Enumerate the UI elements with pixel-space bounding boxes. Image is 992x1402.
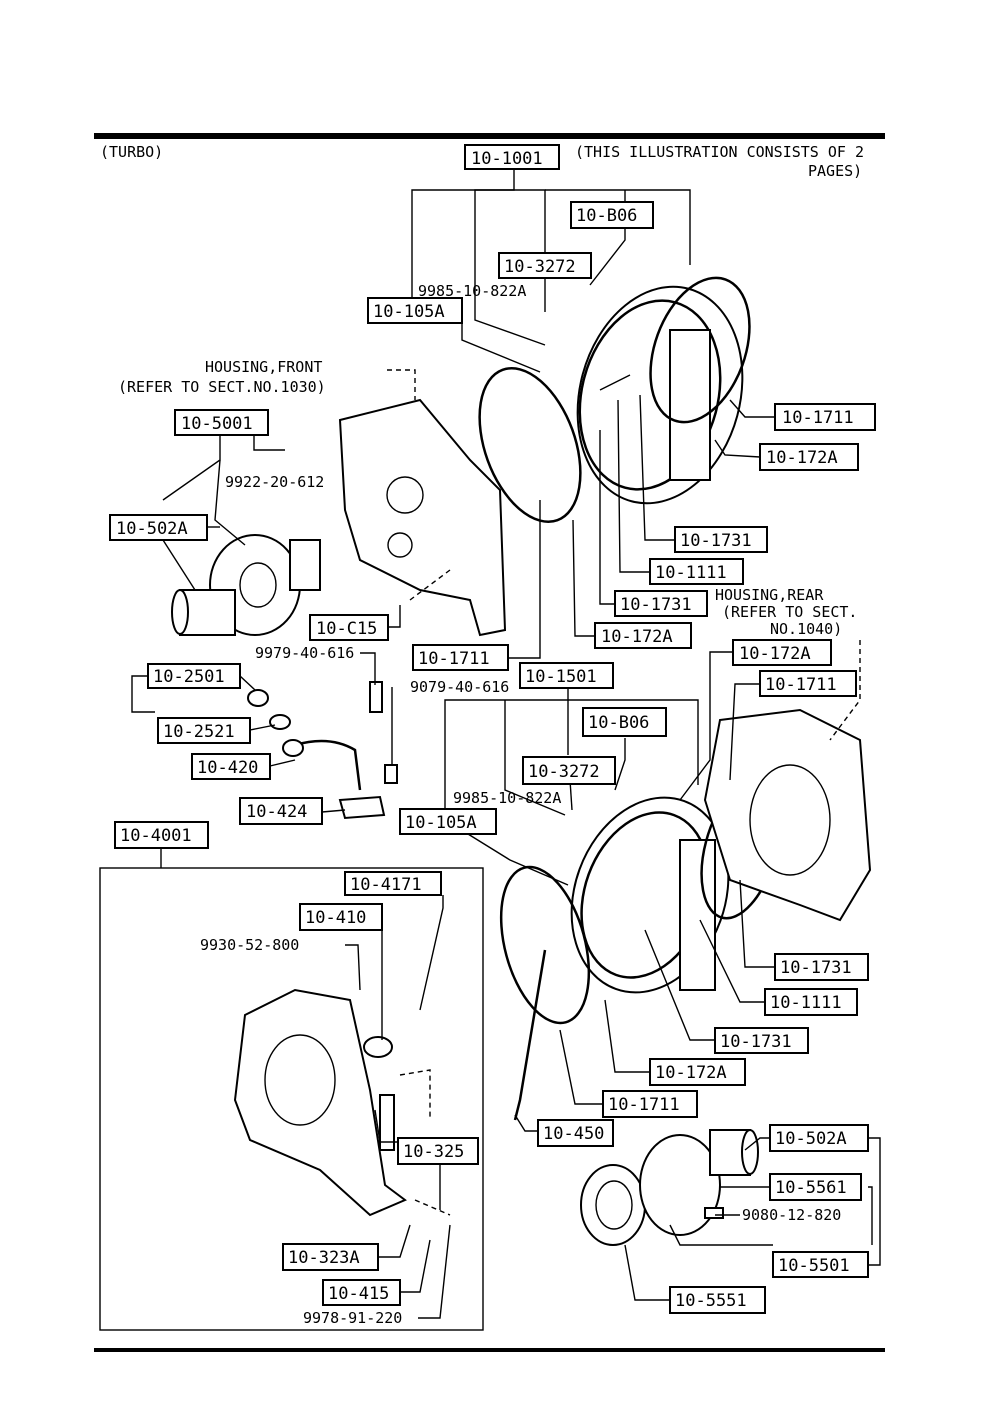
callout-c37: 10-323A xyxy=(288,1248,360,1268)
callout-c36: 10-5561 xyxy=(775,1178,847,1198)
rotor-housing-front-drawing xyxy=(478,276,751,523)
callout-c35: 10-502A xyxy=(775,1129,847,1149)
callout-c33: 10-450 xyxy=(543,1124,604,1144)
part-number-p04: 9079-40-616 xyxy=(410,678,509,696)
callout-c06: 10-172A xyxy=(766,448,838,468)
housing-front-label: HOUSING,FRONT xyxy=(205,358,322,376)
page-note-line1: (THIS ILLUSTRATION CONSISTS OF 2 xyxy=(575,143,864,161)
callout-c13: 10-C15 xyxy=(316,619,377,639)
intermediate-housing-drawing xyxy=(233,988,407,1217)
callout-labels: 10-1001 10-B06 10-3272 10-105A 10-1711 1… xyxy=(116,149,854,1311)
callout-c24: 10-105A xyxy=(405,813,477,833)
callout-c39: 10-415 xyxy=(328,1284,389,1304)
part-number-p06: 9930-52-800 xyxy=(200,936,299,954)
rear-hub-drawing xyxy=(580,1129,759,1246)
callout-c15: 10-1501 xyxy=(525,667,597,687)
housing-rear-label: HOUSING,REAR xyxy=(715,586,824,604)
callout-c01: 10-1001 xyxy=(471,149,543,169)
part-number-p08: 9978-91-220 xyxy=(303,1309,402,1327)
callout-c28: 10-1731 xyxy=(780,958,852,978)
oil-pipe-drawing xyxy=(247,681,398,820)
part-number-p02: 9922-20-612 xyxy=(225,473,324,491)
callout-c38: 10-5501 xyxy=(778,1256,850,1276)
callout-boxes xyxy=(109,144,876,1314)
callout-c19: 10-2521 xyxy=(163,722,235,742)
callout-c16: 10-172A xyxy=(739,644,811,664)
callout-c25: 10-4001 xyxy=(120,826,192,846)
rotor-housing-rear-drawing xyxy=(499,780,780,1025)
part-number-p07: 9080-12-820 xyxy=(742,1206,841,1224)
callout-c23: 10-424 xyxy=(246,802,307,822)
callout-c34: 10-325 xyxy=(403,1142,464,1162)
callout-c22: 10-3272 xyxy=(528,762,600,782)
part-number-p05: 9985-10-822A xyxy=(453,789,561,807)
callout-c17: 10-1711 xyxy=(765,675,837,695)
callout-c20: 10-B06 xyxy=(588,713,649,733)
part-number-labels: 9985-10-822A 9922-20-612 9979-40-616 907… xyxy=(200,282,841,1327)
callout-c09: 10-1731 xyxy=(680,531,752,551)
callout-c12: 10-172A xyxy=(601,627,673,647)
callout-c18: 10-2501 xyxy=(153,667,225,687)
callout-c32: 10-1711 xyxy=(608,1095,680,1115)
housing-front-drawing xyxy=(338,398,507,637)
housing-rear-ref: (REFER TO SECT. xyxy=(722,603,857,621)
housing-rear-ref-no: NO.1040) xyxy=(770,620,842,638)
callout-c10: 10-1111 xyxy=(655,563,727,583)
callout-c27: 10-410 xyxy=(305,908,366,928)
leader-lines xyxy=(131,170,881,1319)
callout-c02: 10-B06 xyxy=(576,206,637,226)
part-number-p01: 9985-10-822A xyxy=(418,282,526,300)
callout-c11: 10-1731 xyxy=(620,595,692,615)
front-hub-drawing xyxy=(171,534,321,636)
callout-c29: 10-1111 xyxy=(770,993,842,1013)
callout-c21: 10-420 xyxy=(197,758,258,778)
callout-c14: 10-1711 xyxy=(418,649,490,669)
variant-label: (TURBO) xyxy=(100,143,163,161)
group-frame-10-4001 xyxy=(99,867,484,1331)
callout-c08: 10-502A xyxy=(116,519,188,539)
callout-c05: 10-1711 xyxy=(782,408,854,428)
callout-c30: 10-1731 xyxy=(720,1032,792,1052)
page-note-line2: PAGES) xyxy=(808,162,862,180)
callout-c26: 10-4171 xyxy=(350,875,422,895)
callout-c04: 10-105A xyxy=(373,302,445,322)
part-number-p03: 9979-40-616 xyxy=(255,644,354,662)
callout-c07: 10-5001 xyxy=(181,414,253,434)
callout-c03: 10-3272 xyxy=(504,257,576,277)
callout-c40: 10-5551 xyxy=(675,1291,747,1311)
callout-c31: 10-172A xyxy=(655,1063,727,1083)
housing-rear-drawing xyxy=(703,708,872,922)
housing-front-ref: (REFER TO SECT.NO.1030) xyxy=(118,378,326,396)
sensor-wire-drawing xyxy=(513,949,547,1121)
